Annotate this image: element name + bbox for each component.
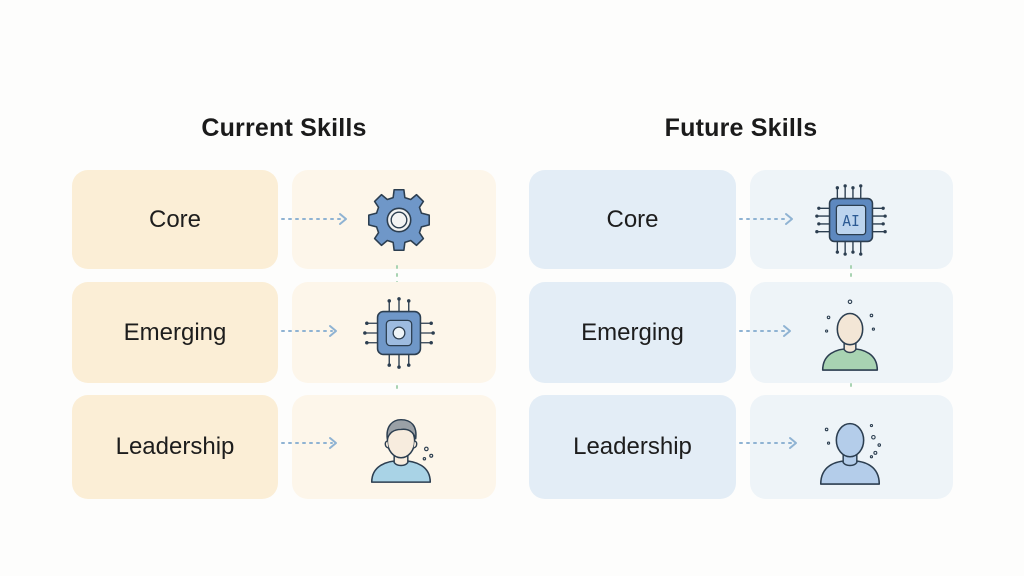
current-core-icon-card <box>292 170 496 269</box>
future-leadership-icon-card <box>750 395 953 499</box>
person-icon <box>370 418 434 483</box>
current-leadership-icon-card <box>292 395 496 499</box>
future-core-arrow <box>739 213 793 225</box>
future-emerging-icon-card <box>750 282 953 383</box>
future-emerging-card: Emerging <box>529 282 736 383</box>
ai-chip-text: AI <box>842 212 860 229</box>
current-emerging-arrow <box>281 325 337 337</box>
future-leadership-arrow <box>739 437 797 449</box>
future-emerging-arrow <box>739 325 791 337</box>
current-leadership-arrow <box>281 437 337 449</box>
current-emerging-card: Emerging <box>72 282 278 383</box>
ai-chip-icon: AI <box>814 183 887 256</box>
gear-icon <box>367 188 431 251</box>
person-icon <box>821 299 878 371</box>
current-core-arrow <box>281 213 347 225</box>
future-skills-title: Future Skills <box>664 114 818 142</box>
current-leadership-label: Leadership <box>115 433 235 460</box>
current-emerging-icon-card <box>292 282 496 383</box>
current-core-label: Core <box>148 205 202 233</box>
chip-icon <box>363 296 435 369</box>
current-skills-title: Current Skills <box>201 114 367 142</box>
future-core-label: Core <box>606 205 659 233</box>
current-leadership-card: Leadership <box>72 395 278 499</box>
future-leadership-label: Leadership <box>573 433 692 460</box>
current-core-card: Core <box>72 170 278 269</box>
future-core-card: Core <box>529 170 736 269</box>
future-emerging-label: Emerging <box>581 318 684 346</box>
future-leadership-card: Leadership <box>529 395 736 499</box>
current-emerging-label: Emerging <box>123 318 227 346</box>
person-icon <box>819 422 881 485</box>
